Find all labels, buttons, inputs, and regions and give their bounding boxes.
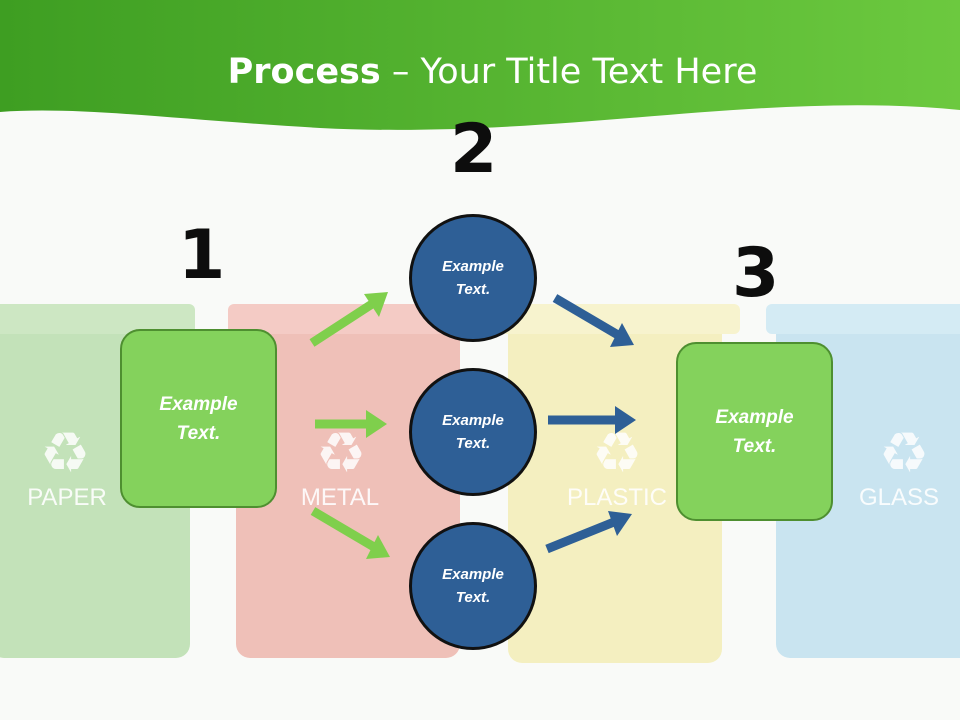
- step1-box: Example Text.: [120, 329, 277, 508]
- recycle-icon-metal: ♻: [316, 421, 366, 486]
- bin-label-paper: PAPER: [27, 484, 107, 511]
- bin-label-plastic: PLASTIC: [567, 484, 667, 511]
- step-number-1: 1: [178, 216, 226, 295]
- step2-circle-top: Example Text.: [409, 214, 537, 342]
- header-band: [0, 0, 960, 130]
- step1-text: Example Text.: [159, 393, 238, 444]
- step2-circle-bottom: Example Text.: [409, 522, 537, 650]
- circle-top-text: Example Text.: [442, 258, 504, 298]
- bin-label-metal: METAL: [301, 484, 379, 511]
- step2-circle-middle: Example Text.: [409, 368, 537, 496]
- step3-text: Example Text.: [715, 406, 794, 457]
- recycle-icon-paper: ♻: [40, 421, 90, 486]
- title-bold: Process: [227, 52, 381, 92]
- step-number-3: 3: [732, 234, 780, 313]
- bin-label-glass: GLASS: [859, 484, 939, 511]
- title-rest: – Your Title Text Here: [380, 52, 758, 92]
- page-title: Process – Your Title Text Here: [0, 52, 960, 92]
- recycle-icon-glass: ♻: [879, 421, 929, 486]
- step3-box: Example Text.: [676, 342, 833, 521]
- step-number-2: 2: [450, 110, 498, 189]
- circle-middle-text: Example Text.: [442, 412, 504, 452]
- bin-metal: [228, 304, 466, 658]
- circle-bottom-text: Example Text.: [442, 566, 504, 606]
